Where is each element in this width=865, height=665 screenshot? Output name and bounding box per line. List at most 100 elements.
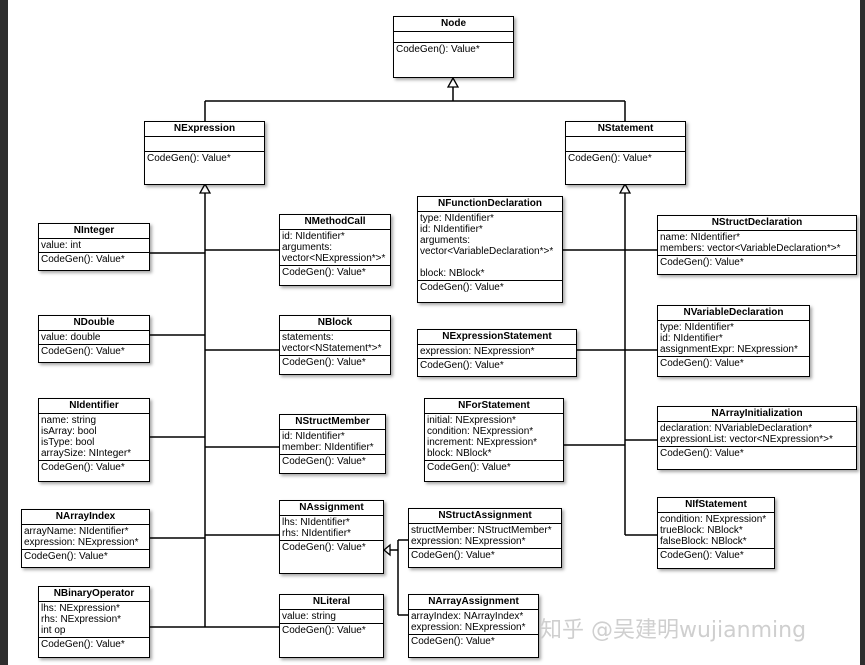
class-narrayindex-name: NArrayIndex (22, 510, 149, 525)
class-nstructassignment-op: CodeGen(): Value* (411, 550, 495, 561)
class-nfunctiondeclaration: NFunctionDeclaration type: NIdentifier* … (417, 196, 563, 303)
class-nfunctiondeclaration-attr (420, 257, 560, 268)
class-ndouble-op: CodeGen(): Value* (41, 346, 125, 357)
class-nstructdeclaration: NStructDeclaration name: NIdentifier* me… (657, 215, 857, 275)
class-nidentifier-attr: arraySize: NInteger* (41, 448, 132, 459)
nstatement-inheritance-arrowhead (618, 182, 632, 194)
class-nstructassignment-name: NStructAssignment (409, 509, 561, 524)
class-node-name: Node (394, 17, 513, 32)
left-frame-border (0, 0, 8, 665)
class-nvariabledeclaration-attr: id: NIdentifier* (660, 333, 723, 344)
class-nliteral-name: NLiteral (280, 595, 383, 610)
class-nforstatement-attr: initial: NExpression* (427, 415, 516, 426)
class-nfunctiondeclaration-attr: arguments: (420, 235, 471, 246)
class-nfunctiondeclaration-attr: id: NIdentifier* (420, 224, 483, 235)
class-nexpression: NExpression CodeGen(): Value* (144, 121, 265, 185)
class-narrayinitialization-op: CodeGen(): Value* (660, 448, 744, 459)
class-nstructdeclaration-name: NStructDeclaration (658, 216, 856, 231)
class-nforstatement-op: CodeGen(): Value* (427, 462, 511, 473)
class-nvariabledeclaration-op: CodeGen(): Value* (660, 358, 744, 369)
class-nexpressionstatement-op: CodeGen(): Value* (420, 360, 504, 371)
class-nbinaryoperator-attr: lhs: NExpression* (41, 603, 120, 614)
class-nmethodcall-attr: id: NIdentifier* (282, 231, 345, 242)
class-nvariabledeclaration-name: NVariableDeclaration (658, 306, 809, 321)
class-nforstatement-attr: block: NBlock* (427, 448, 492, 459)
class-nblock-op: CodeGen(): Value* (282, 357, 366, 368)
class-nforstatement-attr: condition: NExpression* (427, 426, 534, 437)
class-nblock-name: NBlock (280, 316, 390, 331)
class-nstatement-op: CodeGen(): Value* (568, 153, 652, 164)
class-nexpressionstatement-attr: expression: NExpression* (420, 346, 535, 357)
class-nblock-attr: statements: (282, 332, 334, 343)
class-narrayassignment: NArrayAssignment arrayIndex: NArrayIndex… (408, 594, 539, 658)
class-nstructdeclaration-attr: name: NIdentifier* (660, 232, 741, 243)
class-nidentifier-op: CodeGen(): Value* (41, 462, 125, 473)
class-nfunctiondeclaration-attr: vector<VariableDeclaration*>* (420, 246, 554, 257)
class-nfunctiondeclaration-name: NFunctionDeclaration (418, 197, 562, 212)
class-nforstatement-name: NForStatement (425, 399, 563, 414)
nassignment-inheritance-arrowhead (382, 543, 391, 557)
class-nfunctiondeclaration-op: CodeGen(): Value* (420, 282, 504, 293)
class-nassignment: NAssignment lhs: NIdentifier* rhs: NIden… (279, 500, 384, 574)
class-nstructmember-name: NStructMember (280, 415, 385, 430)
class-ninteger-name: NInteger (39, 224, 149, 239)
class-nstructdeclaration-attr: members: vector<VariableDeclaration*>* (660, 243, 841, 254)
class-nstatement-attrs (566, 137, 685, 152)
class-nliteral: NLiteral value: string CodeGen(): Value* (279, 594, 384, 658)
class-nstructdeclaration-op: CodeGen(): Value* (660, 257, 744, 268)
class-narrayassignment-op: CodeGen(): Value* (411, 636, 495, 647)
class-nstatement-name: NStatement (566, 122, 685, 137)
class-nassignment-attr: lhs: NIdentifier* (282, 517, 350, 528)
right-frame-border (860, 0, 865, 665)
class-nblock: NBlock statements: vector<NStatement*>* … (279, 315, 391, 375)
class-nexpression-name: NExpression (145, 122, 264, 137)
class-nfunctiondeclaration-attr: type: NIdentifier* (420, 213, 494, 224)
class-nmethodcall-name: NMethodCall (280, 215, 390, 230)
class-ndouble: NDouble value: double CodeGen(): Value* (38, 315, 150, 363)
class-nifstatement-name: NIfStatement (658, 498, 774, 513)
class-nexpression-op: CodeGen(): Value* (147, 153, 231, 164)
class-narrayinitialization: NArrayInitialization declaration: NVaria… (657, 406, 857, 470)
class-node: Node CodeGen(): Value* (393, 16, 514, 78)
class-nstatement: NStatement CodeGen(): Value* (565, 121, 686, 185)
class-nmethodcall-op: CodeGen(): Value* (282, 267, 366, 278)
class-nbinaryoperator-attr: int op (41, 625, 66, 636)
class-nbinaryoperator-attr: rhs: NExpression* (41, 614, 122, 625)
class-narrayindex: NArrayIndex arrayName: NIdentifier* expr… (21, 509, 150, 568)
class-nifstatement-attr: condition: NExpression* (660, 514, 767, 525)
class-ninteger-op: CodeGen(): Value* (41, 254, 125, 265)
class-narrayassignment-name: NArrayAssignment (409, 595, 538, 610)
class-narrayinitialization-attr: declaration: NVariableDeclaration* (660, 423, 813, 434)
class-nassignment-op: CodeGen(): Value* (282, 542, 366, 553)
class-nforstatement-attr: increment: NExpression* (427, 437, 538, 448)
class-nifstatement: NIfStatement condition: NExpression* tru… (657, 497, 775, 569)
class-node-attrs (394, 32, 513, 43)
class-narrayassignment-attr: arrayIndex: NArrayIndex* (411, 611, 524, 622)
class-ninteger: NInteger value: int CodeGen(): Value* (38, 223, 150, 271)
class-nmethodcall: NMethodCall id: NIdentifier* arguments: … (279, 214, 391, 286)
class-narrayinitialization-name: NArrayInitialization (658, 407, 856, 422)
class-nstructmember-attr: member: NIdentifier* (282, 442, 374, 453)
class-nfunctiondeclaration-attr: block: NBlock* (420, 268, 485, 279)
class-nidentifier-name: NIdentifier (39, 399, 149, 414)
zhihu-watermark: 知乎 @吴建明wujianming (540, 618, 807, 643)
class-narrayindex-op: CodeGen(): Value* (24, 551, 108, 562)
class-narrayinitialization-attr: expressionList: vector<NExpression*>* (660, 434, 833, 445)
class-nidentifier: NIdentifier name: string isArray: bool i… (38, 398, 150, 482)
class-node-op: CodeGen(): Value* (396, 44, 480, 55)
class-nstructassignment-attr: expression: NExpression* (411, 536, 526, 547)
class-nstructmember-op: CodeGen(): Value* (282, 456, 366, 467)
class-nstructassignment: NStructAssignment structMember: NStructM… (408, 508, 562, 568)
class-nmethodcall-attr: arguments: (282, 242, 333, 253)
class-nstructassignment-attr: structMember: NStructMember* (411, 525, 552, 536)
class-nassignment-name: NAssignment (280, 501, 383, 516)
class-nidentifier-attr: name: string (41, 415, 97, 426)
class-nmethodcall-attr: vector<NExpression*>* (282, 253, 386, 264)
class-nifstatement-attr: trueBlock: NBlock* (660, 525, 743, 536)
class-nifstatement-attr: falseBlock: NBlock* (660, 536, 747, 547)
nexpression-inheritance-arrowhead (198, 182, 212, 194)
class-nstructmember-attr: id: NIdentifier* (282, 431, 345, 442)
class-nvariabledeclaration-attr: assignmentExpr: NExpression* (660, 344, 798, 355)
class-ndouble-attr: value: double (41, 332, 101, 343)
